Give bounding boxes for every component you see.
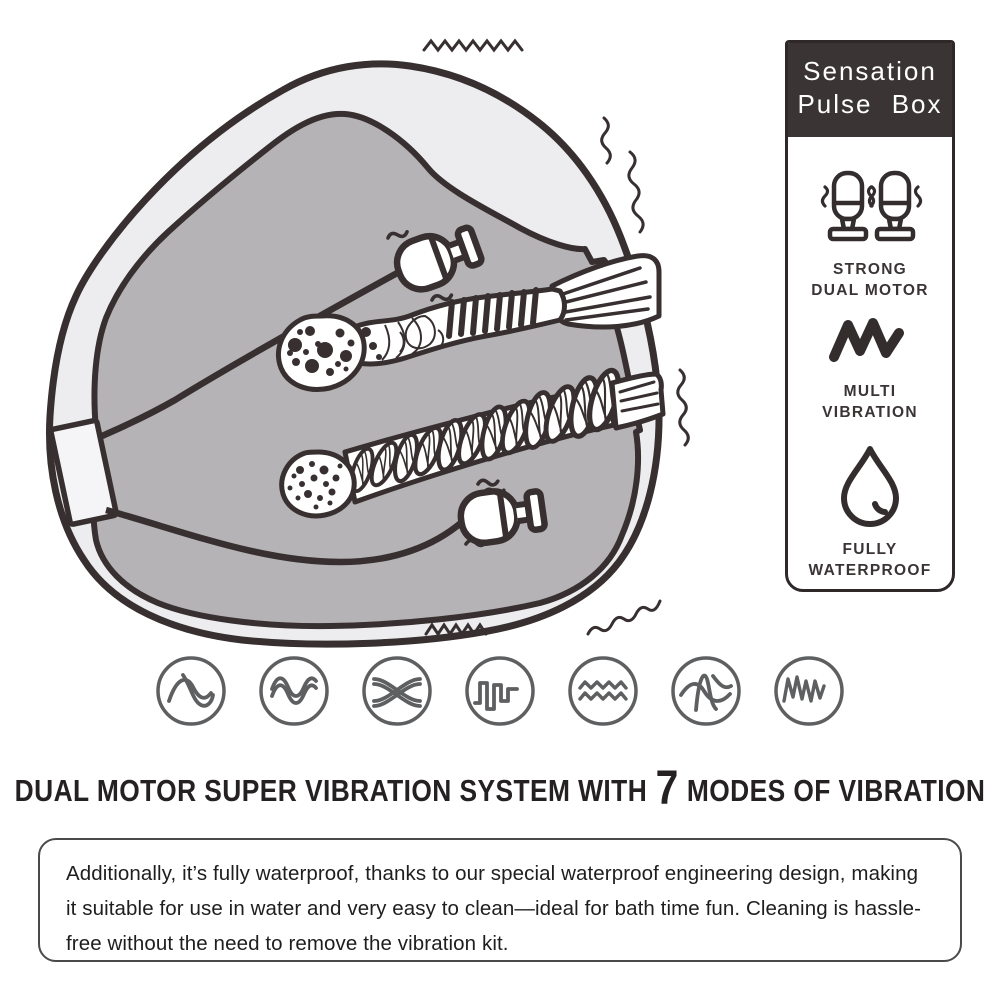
feature-label-line: DUAL MOTOR (811, 282, 929, 299)
mode-icon-cross-wave (362, 656, 432, 726)
headline-suffix: MODES OF VIBRATION (686, 773, 986, 808)
headline-mode-count: 7 (655, 762, 679, 815)
description-box: Additionally, it’s fully waterproof, tha… (38, 838, 962, 962)
lower-motor-cord (105, 506, 465, 566)
upper-motor-cord (100, 269, 401, 439)
waterproof-drop-icon (841, 446, 899, 527)
mode-icon-double-zigzag (568, 656, 638, 726)
headline: DUAL MOTOR SUPER VIBRATION SYSTEM WITH 7… (15, 758, 985, 815)
mode-icon-wave-spike (671, 656, 741, 726)
feature-label-line: MULTI (843, 383, 897, 400)
vibration-mode-row (0, 656, 1000, 730)
feature-waterproof: FULLY WATERPROOF (788, 441, 952, 581)
mode-icon-dense-zigzag (774, 656, 844, 726)
feature-label-line: STRONG (832, 261, 908, 278)
multi-vibration-icon (829, 318, 904, 362)
feature-dual-motor: STRONG DUAL MOTOR (788, 161, 952, 301)
panel-title-line1: Sensation (803, 56, 937, 86)
vibration-squiggles (422, 38, 690, 637)
product-cutaway-illustration (46, 38, 690, 648)
feature-label-line: VIBRATION (822, 404, 918, 421)
mode-icon-double-wave (259, 656, 329, 726)
headline-prefix: DUAL MOTOR SUPER VIBRATION SYSTEM WITH (14, 773, 648, 808)
feature-label-line: FULLY (842, 541, 898, 558)
feature-label-line: WATERPROOF (808, 562, 932, 579)
upper-textured-tunnel (275, 286, 567, 392)
lower-ribbed-tunnel (279, 367, 666, 519)
dual-motor-icon (820, 170, 923, 242)
feature-multi-vibration: MULTI VIBRATION (788, 311, 952, 423)
mode-icon-pulse-wave (465, 656, 535, 726)
panel-title: Sensation Pulse Box (788, 43, 952, 137)
mode-icon-wave-mix (156, 656, 226, 726)
description-text: Additionally, it’s fully waterproof, tha… (66, 862, 922, 955)
panel-title-line2: Pulse Box (797, 89, 943, 119)
feature-panel: Sensation Pulse Box STRONG DUAL MOTOR (785, 40, 955, 592)
charging-port (48, 417, 119, 527)
